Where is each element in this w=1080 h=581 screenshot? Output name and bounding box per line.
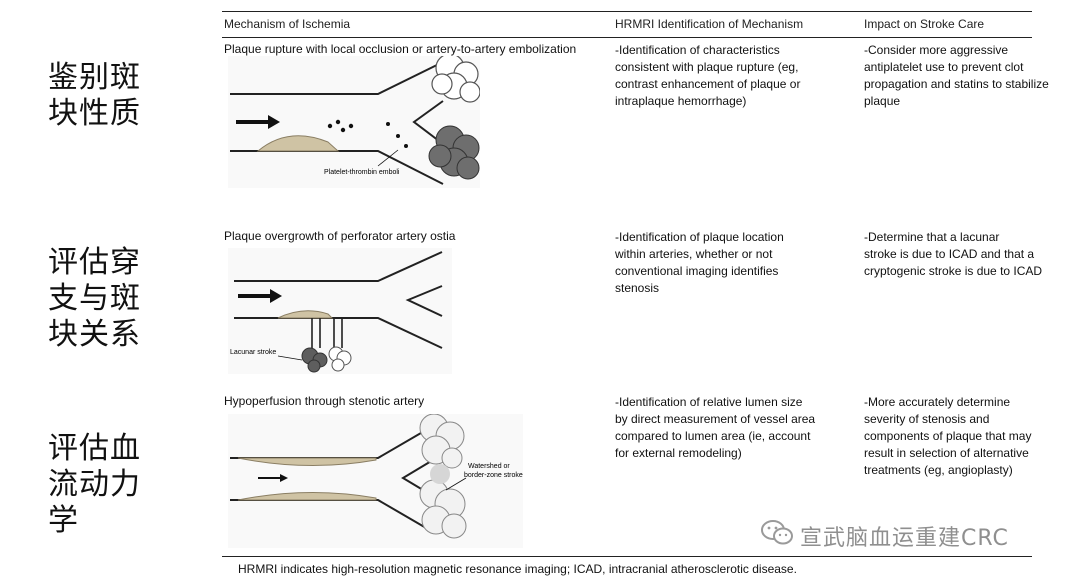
- table-top-rule: [222, 11, 1032, 12]
- row3-diagram-label: Watershed or border-zone stroke: [464, 463, 523, 479]
- row2-impact: -Determine that a lacunar stroke is due …: [864, 230, 1043, 278]
- watermark-text: 宣武脑血运重建CRC: [800, 525, 1009, 551]
- watermark: 宣武脑血运重建CRC: [760, 519, 1009, 552]
- hypoperfusion-illustration: Watershed or border-zone stroke: [230, 413, 523, 539]
- row3-impact: -More accurately determine severity of s…: [864, 395, 1032, 477]
- row2-artery-diagram: Lacunar stroke: [228, 248, 452, 374]
- side-label-perforator-relation: 评估穿 支与斑 块关系: [48, 245, 141, 352]
- table-bottom-rule: [222, 556, 1032, 557]
- row2-mechanism: Plaque overgrowth of perforator artery o…: [224, 229, 456, 243]
- header-impact: Impact on Stroke Care: [864, 17, 985, 31]
- perforator-illustration: Lacunar stroke: [230, 251, 443, 373]
- row3-diagram-label-line1: Watershed or: [468, 463, 510, 470]
- row1-impact: -Consider more aggressive antiplatelet u…: [864, 43, 1049, 108]
- row3-diagram-label-line2: border-zone stroke: [464, 472, 523, 479]
- header-mechanism: Mechanism of Ischemia: [224, 17, 351, 31]
- row1-artery-diagram: Platelet-thrombin emboli: [228, 53, 481, 188]
- table-header-rule: [222, 37, 1032, 38]
- header-hrmri: HRMRI Identification of Mechanism: [615, 17, 804, 31]
- row1-hrmri: -Identification of characteristics consi…: [615, 43, 801, 108]
- wechat-icon: [760, 519, 794, 552]
- side-label-hemodynamics: 评估血 流动力 学: [48, 431, 141, 538]
- row1-diagram-label: Platelet-thrombin emboli: [324, 169, 400, 176]
- row3-mechanism: Hypoperfusion through stenotic artery: [224, 394, 425, 408]
- row2-diagram-label: Lacunar stroke: [230, 349, 276, 356]
- footnote: HRMRI indicates high-resolution magnetic…: [238, 562, 797, 576]
- row3-hrmri: -Identification of relative lumen size b…: [615, 395, 816, 460]
- row1-mechanism: Plaque rupture with local occlusion or a…: [224, 42, 577, 56]
- row2-hrmri: -Identification of plaque location withi…: [615, 230, 784, 295]
- row3-artery-diagram: Watershed or border-zone stroke: [228, 413, 523, 548]
- side-label-plaque-nature: 鉴别斑 块性质: [48, 60, 141, 131]
- plaque-rupture-illustration: Platelet-thrombin emboli: [230, 53, 481, 185]
